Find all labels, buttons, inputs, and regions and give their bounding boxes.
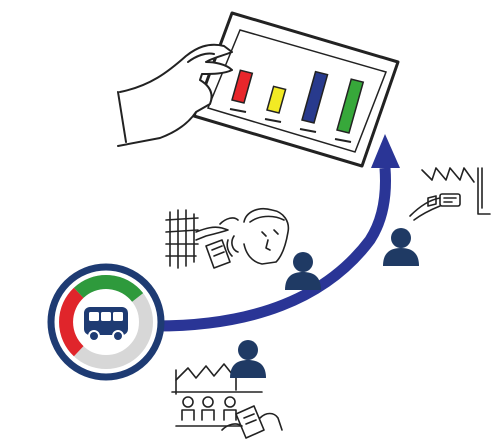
tablet-bar-tick — [299, 128, 317, 133]
tablet-bar — [336, 78, 365, 134]
person-icon — [383, 228, 419, 266]
gauge-red-segment — [59, 287, 84, 357]
bus-icon — [84, 307, 128, 342]
person-icon — [230, 340, 266, 378]
tablet-bar-tick — [229, 108, 247, 113]
tablet-illustration — [117, 11, 400, 168]
workers-sketch — [171, 363, 283, 439]
tablet-bar-chart — [229, 69, 365, 143]
hand-icon — [117, 43, 233, 147]
tablet-bar — [301, 70, 329, 124]
person-icon — [285, 252, 321, 290]
flow-arrow-head — [371, 134, 400, 168]
tablet-bar — [231, 69, 254, 104]
tablet-bar — [266, 85, 287, 114]
tablet-bar-tick — [334, 138, 352, 143]
flow-arrow — [155, 134, 400, 332]
bus-badge — [47, 263, 165, 381]
team-meeting-sketch — [165, 207, 290, 269]
tablet-bar-tick — [264, 118, 282, 123]
factory-sketch — [409, 162, 494, 226]
flow-arrow-line — [155, 167, 391, 332]
gauge-green-segment — [73, 275, 144, 302]
